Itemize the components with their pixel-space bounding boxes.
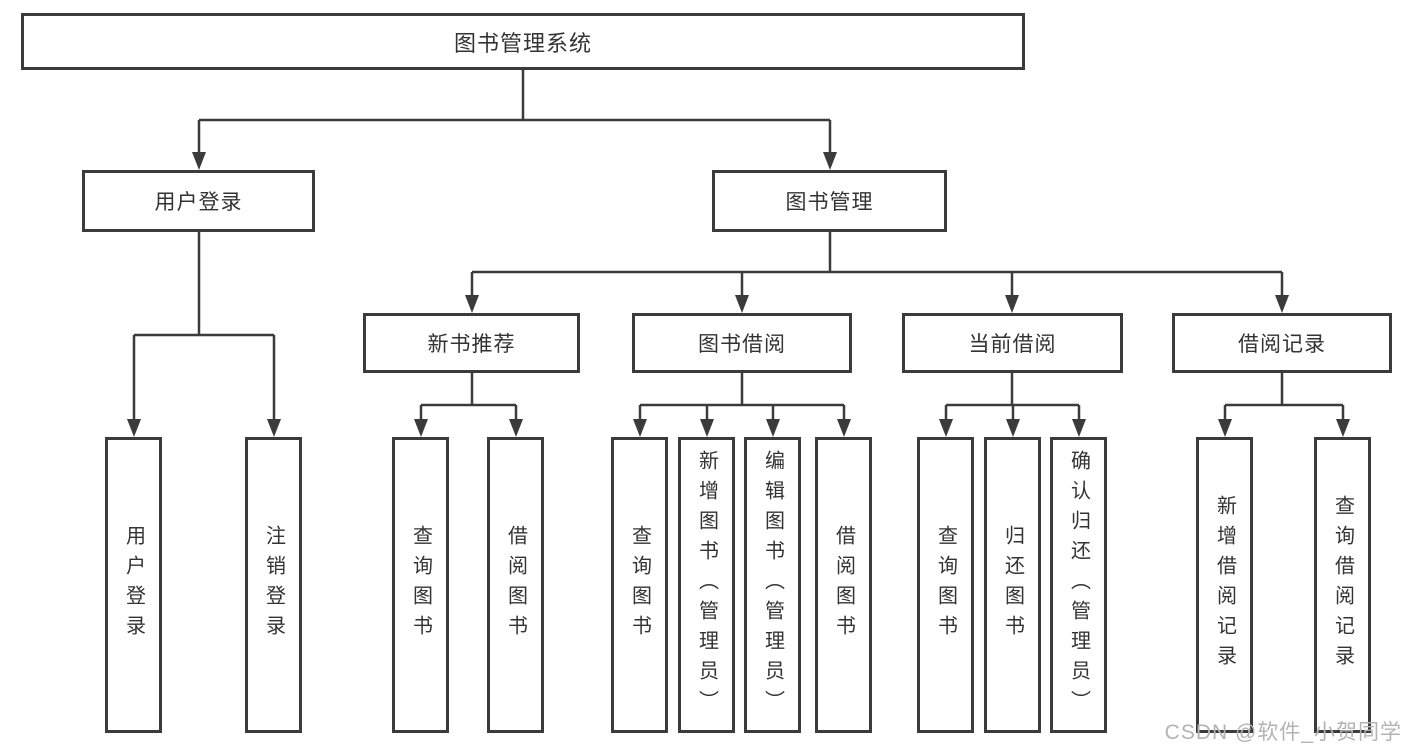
leaf-add-books-admin: 新增图书（管理员） <box>678 437 735 733</box>
node-label: 图书借阅 <box>698 333 786 356</box>
node-label: 当前借阅 <box>968 333 1057 356</box>
leaf-label: 归还图书 <box>1001 525 1024 645</box>
node-book-borrowing: 图书借阅 <box>632 313 852 373</box>
csdn-watermark: CSDN @软件_小贺同学 <box>1164 721 1402 744</box>
leaf-label: 新增图书（管理员） <box>695 450 718 720</box>
leaf-query-borrow-record: 查询借阅记录 <box>1314 437 1371 733</box>
leaf-label: 查询图书 <box>628 525 651 645</box>
leaf-label: 查询借阅记录 <box>1331 495 1354 675</box>
leaf-label: 借阅图书 <box>832 525 855 645</box>
leaf-user-login: 用户登录 <box>105 437 162 733</box>
leaf-borrow-books-2: 借阅图书 <box>815 437 872 733</box>
leaf-label: 编辑图书（管理员） <box>761 450 784 720</box>
leaf-confirm-return-admin: 确认归还（管理员） <box>1050 437 1107 733</box>
node-book-management: 图书管理 <box>712 170 947 232</box>
node-user-login: 用户登录 <box>82 170 315 232</box>
leaf-return-books: 归还图书 <box>984 437 1041 733</box>
node-library-management-system: 图书管理系统 <box>21 13 1025 70</box>
node-label: 借阅记录 <box>1238 333 1326 356</box>
leaf-label: 查询图书 <box>934 525 957 645</box>
node-label: 图书管理 <box>785 191 874 214</box>
node-label: 图书管理系统 <box>453 30 592 56</box>
leaf-query-books-2: 查询图书 <box>611 437 668 733</box>
node-borrowing-records: 借阅记录 <box>1172 313 1392 373</box>
node-new-book-recommend: 新书推荐 <box>363 313 580 373</box>
node-label: 新书推荐 <box>427 333 516 356</box>
leaf-label: 借阅图书 <box>504 525 527 645</box>
leaf-borrow-books-1: 借阅图书 <box>487 437 544 733</box>
node-label: 用户登录 <box>154 191 243 214</box>
leaf-label: 新增借阅记录 <box>1213 495 1236 675</box>
leaf-query-books-3: 查询图书 <box>917 437 974 733</box>
leaf-label: 查询图书 <box>409 525 432 645</box>
leaf-label: 用户登录 <box>122 525 145 645</box>
leaf-add-borrow-record: 新增借阅记录 <box>1196 437 1253 733</box>
leaf-label: 注销登录 <box>262 525 285 645</box>
leaf-label: 确认归还（管理员） <box>1067 450 1090 720</box>
leaf-logout: 注销登录 <box>245 437 302 733</box>
leaf-edit-books-admin: 编辑图书（管理员） <box>744 437 801 733</box>
leaf-query-books-1: 查询图书 <box>392 437 449 733</box>
node-current-borrowing: 当前借阅 <box>902 313 1123 373</box>
